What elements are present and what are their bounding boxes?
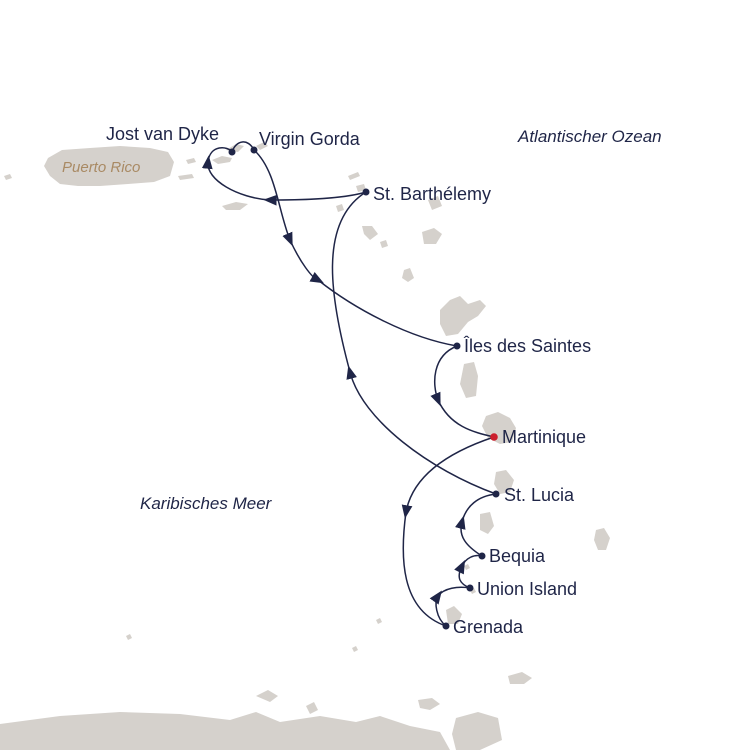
port-label-st-barthelemy[interactable]: St. Barthélemy <box>373 184 492 204</box>
port-markers <box>228 146 500 630</box>
barbuda-island <box>428 196 442 210</box>
port-dot-grenada[interactable] <box>442 622 450 630</box>
port-dot-st-barthelemy[interactable] <box>362 188 370 196</box>
route-leg-bequia-lucia <box>455 493 497 557</box>
tobago-island <box>508 672 532 684</box>
small-islet-2 <box>352 646 358 652</box>
small-islet-1 <box>126 634 132 640</box>
south-america-coast <box>0 712 450 750</box>
port-label-iles-des-saintes[interactable]: Îles des Saintes <box>464 336 592 356</box>
cruise-route <box>201 141 497 627</box>
small-islet-4 <box>464 564 470 570</box>
anguilla-island <box>348 172 360 180</box>
grenada-island <box>446 606 462 624</box>
port-dot-martinique[interactable] <box>490 433 498 441</box>
port-label-bequia[interactable]: Bequia <box>489 546 546 566</box>
nevis-island <box>380 240 388 248</box>
small-islet-3 <box>376 618 382 624</box>
bonaire-island <box>306 702 318 714</box>
st-kitts-island <box>362 226 378 240</box>
antigua-island <box>422 228 442 244</box>
virgin-gorda-island <box>256 142 268 150</box>
barbados-island <box>594 528 610 550</box>
st-croix-island <box>222 202 248 210</box>
curacao-island <box>256 690 278 702</box>
port-label-union-island[interactable]: Union Island <box>477 579 578 599</box>
st-vincent-island <box>480 512 494 534</box>
port-dot-jost-van-dyke[interactable] <box>228 148 236 156</box>
puerto-rico-landmass <box>44 146 174 186</box>
landmasses <box>0 142 610 750</box>
saba-island <box>336 204 344 212</box>
route-leg-union-bequia <box>454 554 483 589</box>
port-dot-iles-des-saintes[interactable] <box>453 342 461 350</box>
route-leg-barth-jost <box>201 147 367 206</box>
st-thomas-island <box>212 156 232 164</box>
trinidad-island <box>452 712 502 750</box>
route-leg-grenada-union <box>429 586 471 627</box>
port-dot-union-island[interactable] <box>466 584 474 592</box>
montserrat-island <box>402 268 414 282</box>
guadeloupe-island <box>440 296 486 336</box>
vieques-island <box>178 174 194 180</box>
port-label-grenada[interactable]: Grenada <box>453 617 524 637</box>
port-label-martinique[interactable]: Martinique <box>502 427 587 447</box>
region-label-atlantic-ocean: Atlantischer Ozean <box>518 127 662 146</box>
port-dot-st-lucia[interactable] <box>492 490 500 498</box>
region-label-caribbean-sea: Karibisches Meer <box>140 494 272 513</box>
port-label-virgin-gorda[interactable]: Virgin Gorda <box>259 129 360 149</box>
port-dot-bequia[interactable] <box>478 552 486 560</box>
st-lucia-island <box>494 470 514 494</box>
route-leg-saintes-martinique <box>430 345 495 438</box>
port-label-st-lucia[interactable]: St. Lucia <box>504 485 575 505</box>
region-label-puerto-rico: Puerto Rico <box>62 159 141 176</box>
margarita-island <box>418 698 440 710</box>
route-leg-virgin-saintes <box>253 149 458 347</box>
route-leg-martinique-grenada <box>401 436 495 627</box>
port-dot-virgin-gorda[interactable] <box>250 146 258 154</box>
port-label-jost-van-dyke[interactable]: Jost van Dyke <box>106 124 220 144</box>
dominica-island <box>460 362 478 398</box>
cayman-islet <box>4 174 12 180</box>
culebra-island <box>186 158 196 164</box>
route-leg-lucia-barth <box>331 191 497 495</box>
